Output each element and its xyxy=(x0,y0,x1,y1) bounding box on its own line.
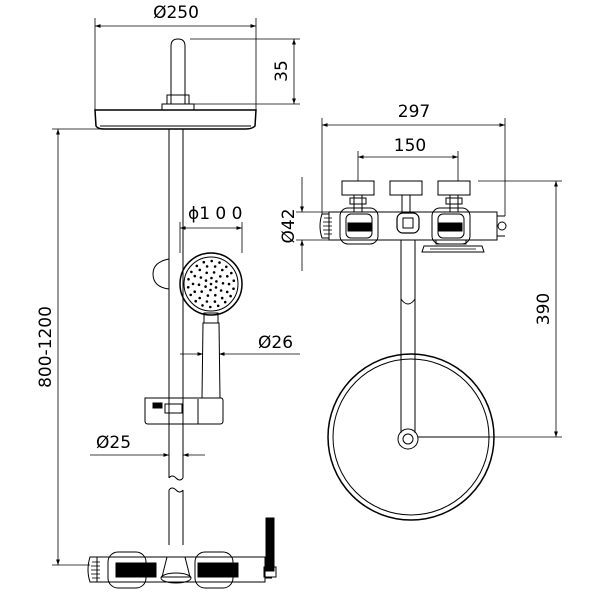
wall-bracket xyxy=(152,258,170,290)
overhead-shower-head xyxy=(94,109,257,130)
slide-holder xyxy=(144,397,224,425)
dim-label-valve-body-diameter: Ø42 xyxy=(279,208,299,243)
valve-end-ribs xyxy=(91,561,100,579)
spray-nozzle xyxy=(227,282,231,286)
dim-head-diameter: Ø250 xyxy=(94,3,257,110)
top-view: 297 150 Ø42 390 xyxy=(279,102,562,521)
spray-nozzle xyxy=(215,280,218,283)
dim-arm-height: 35 xyxy=(190,38,300,105)
spray-nozzle xyxy=(206,294,210,297)
spray-nozzle xyxy=(214,293,217,297)
spray-nozzle xyxy=(213,265,217,268)
spray-nozzle xyxy=(193,274,197,278)
spray-nozzle xyxy=(210,276,213,280)
spray-nozzle xyxy=(230,271,233,275)
hand-shower-handle xyxy=(201,312,221,399)
spray-nozzle xyxy=(205,271,208,275)
spray-nozzle xyxy=(229,294,232,298)
spray-nozzle xyxy=(221,268,224,272)
spray-nozzle xyxy=(202,260,206,264)
spray-nozzle xyxy=(193,290,196,294)
spray-nozzle xyxy=(213,300,217,303)
spray-nozzle xyxy=(186,286,190,289)
spray-nozzle xyxy=(195,264,199,268)
spray-nozzle xyxy=(197,283,201,287)
spray-nozzle xyxy=(204,285,207,288)
front-view: Ø250 35 800-1200 ϕ1 0 0 Ø26 xyxy=(36,3,300,589)
spray-nozzle xyxy=(225,265,228,269)
shower-head-top xyxy=(327,353,495,521)
dim-valve-width: 297 xyxy=(321,102,506,216)
spray-nozzle xyxy=(194,299,197,303)
spray-nozzle xyxy=(218,261,221,264)
dim-valve-body-diameter: Ø42 xyxy=(279,177,329,271)
spray-nozzle xyxy=(209,282,213,286)
spray-nozzle xyxy=(198,268,202,272)
spray-nozzle xyxy=(220,296,224,300)
spray-nozzle xyxy=(200,290,203,293)
riser-pipe xyxy=(168,129,184,545)
dim-label-hand-shower-diameter: ϕ1 0 0 xyxy=(188,204,242,224)
shower-arm xyxy=(161,38,195,111)
dim-label-pipe-diameter: Ø25 xyxy=(96,433,131,453)
valve-end-ribs-top xyxy=(323,217,332,235)
spray-nozzle xyxy=(187,278,190,281)
spray-nozzle xyxy=(232,287,235,291)
dim-label-handle-diameter: Ø26 xyxy=(258,333,293,353)
spray-nozzle xyxy=(212,271,216,274)
spray-nozzle xyxy=(191,282,195,286)
spray-nozzle xyxy=(219,289,223,292)
dim-label-arm-height: 35 xyxy=(272,60,292,82)
hand-shower-head xyxy=(179,252,243,316)
dim-pipe-diameter: Ø25 xyxy=(90,433,205,457)
spray-nozzle xyxy=(189,293,192,297)
dim-hand-shower-diameter: ϕ1 0 0 xyxy=(179,204,242,253)
spray-nozzle xyxy=(201,304,204,307)
shower-arm-top xyxy=(400,240,416,433)
spray-nozzle xyxy=(232,279,236,283)
thermostatic-valve-front xyxy=(87,517,277,589)
spray-nozzle xyxy=(216,304,220,308)
spray-nozzle xyxy=(204,279,208,282)
dim-handle-diameter: Ø26 xyxy=(180,333,300,356)
spray-nozzle xyxy=(221,282,225,285)
spray-nozzle xyxy=(210,259,213,263)
dim-height-range: 800-1200 xyxy=(36,128,104,566)
spray-nozzle xyxy=(190,270,193,274)
dim-label-riser-height: 390 xyxy=(534,293,554,325)
dim-label-valve-width: 297 xyxy=(398,102,430,122)
dim-label-height-range: 800-1200 xyxy=(36,306,56,388)
spray-nozzle xyxy=(198,296,201,300)
spray-nozzle xyxy=(214,286,218,289)
dim-centers: 150 xyxy=(357,136,459,181)
spray-nozzle xyxy=(223,300,227,304)
spray-nozzle xyxy=(225,290,229,294)
spray-nozzle xyxy=(205,300,209,303)
spray-nozzle xyxy=(226,275,229,278)
spray-nozzle xyxy=(209,305,212,309)
dim-label-head-diameter: Ø250 xyxy=(153,3,199,23)
thermostatic-valve-top xyxy=(319,180,507,253)
spray-nozzle xyxy=(209,288,212,292)
spray-nozzles xyxy=(186,259,236,309)
spray-nozzle xyxy=(205,265,209,268)
spray-nozzle xyxy=(219,275,222,278)
spray-nozzle xyxy=(199,276,203,279)
dim-riser-height: 390 xyxy=(478,180,562,438)
dim-label-centers: 150 xyxy=(394,136,426,156)
